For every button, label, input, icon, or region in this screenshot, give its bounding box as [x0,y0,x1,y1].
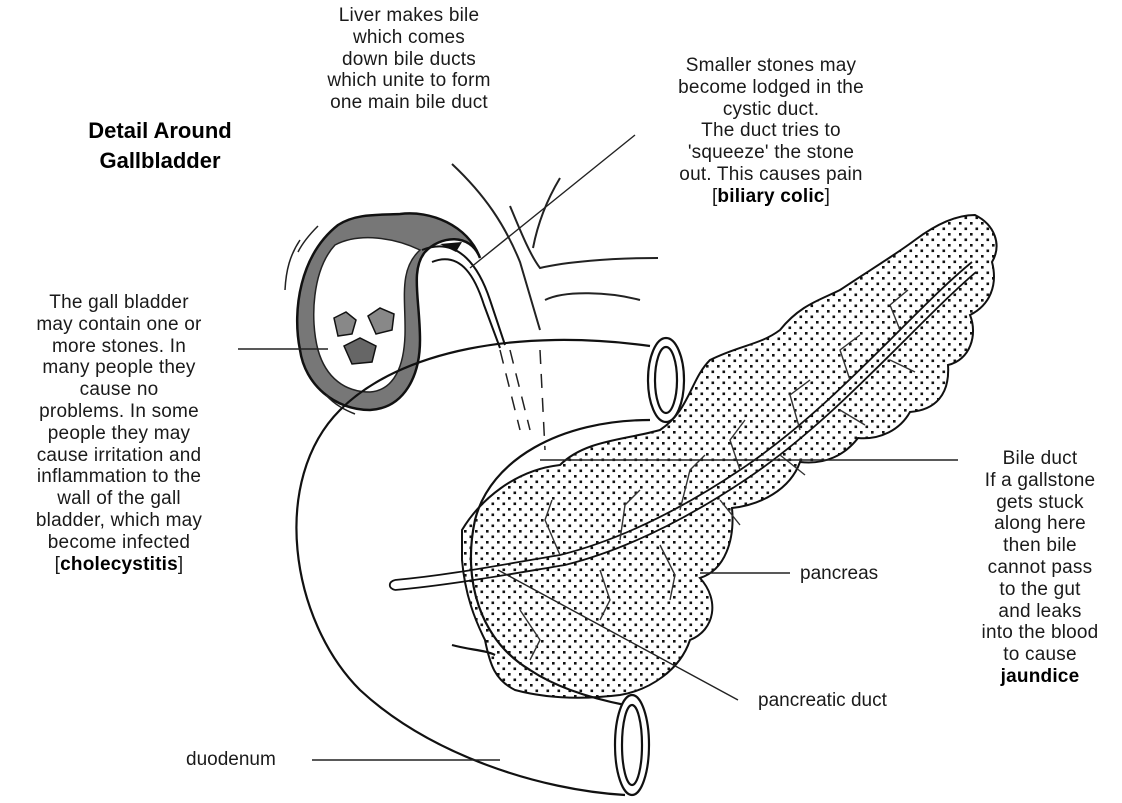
annotation-line: cause no [4,379,234,401]
annotation-line: 'squeeze' the stone [652,142,890,164]
annotation-line: cannot pass [960,557,1120,579]
annotation-line: [biliary colic] [652,186,890,208]
annotation-line: cause irritation and [4,445,234,467]
gallbladder-annotation: The gall bladder may contain one or more… [4,292,234,575]
annotation-line: Smaller stones may [652,55,890,77]
jaundice-term: jaundice [1001,666,1080,687]
annotation-line: jaundice [960,666,1120,688]
diagram-title: Detail Around Gallbladder [40,116,280,176]
annotation-line: The duct tries to [652,120,890,142]
annotation-line: which unite to form [300,70,518,92]
annotation-line: out. This causes pain [652,164,890,186]
liver-annotation: Liver makes bile which comes down bile d… [300,5,518,114]
annotation-line: Liver makes bile [300,5,518,27]
annotation-line: problems. In some [4,401,234,423]
annotation-line: become infected [4,532,234,554]
annotation-line: gets stuck [960,492,1120,514]
annotation-line: may contain one or [4,314,234,336]
annotation-line: to the gut [960,579,1120,601]
annotation-line: more stones. In [4,336,234,358]
annotation-line: bladder, which may [4,510,234,532]
gallbladder [285,213,505,414]
annotation-line: to cause [960,644,1120,666]
pancreas [390,215,997,698]
annotation-line: then bile [960,535,1120,557]
duodenum-label: duodenum [186,749,276,771]
annotation-line: one main bile duct [300,92,518,114]
annotation-line: wall of the gall [4,488,234,510]
title-line: Gallbladder [40,146,280,176]
cystic-duct-stones-annotation: Smaller stones may become lodged in the … [652,55,890,208]
annotation-line: inflammation to the [4,466,234,488]
annotation-line: along here [960,513,1120,535]
annotation-line: into the blood [960,622,1120,644]
pancreatic-duct-label: pancreatic duct [758,690,887,712]
bile-duct-annotation: Bile duct If a gallstone gets stuck alon… [960,448,1120,688]
annotation-line: [cholecystitis] [4,554,234,576]
annotation-line: cystic duct. [652,99,890,121]
annotation-line: If a gallstone [960,470,1120,492]
annotation-line: and leaks [960,601,1120,623]
title-line: Detail Around [40,116,280,146]
cholecystitis-term: cholecystitis [60,554,178,575]
common-bile-duct [500,350,545,450]
annotation-line: people they may [4,423,234,445]
annotation-line: many people they [4,357,234,379]
annotation-line: become lodged in the [652,77,890,99]
biliary-colic-term: biliary colic [717,186,824,207]
annotation-line: The gall bladder [4,292,234,314]
annotation-line: down bile ducts [300,49,518,71]
annotation-line: Bile duct [960,448,1120,470]
annotation-line: which comes [300,27,518,49]
pancreas-label: pancreas [800,563,878,585]
hepatic-ducts [452,164,658,330]
